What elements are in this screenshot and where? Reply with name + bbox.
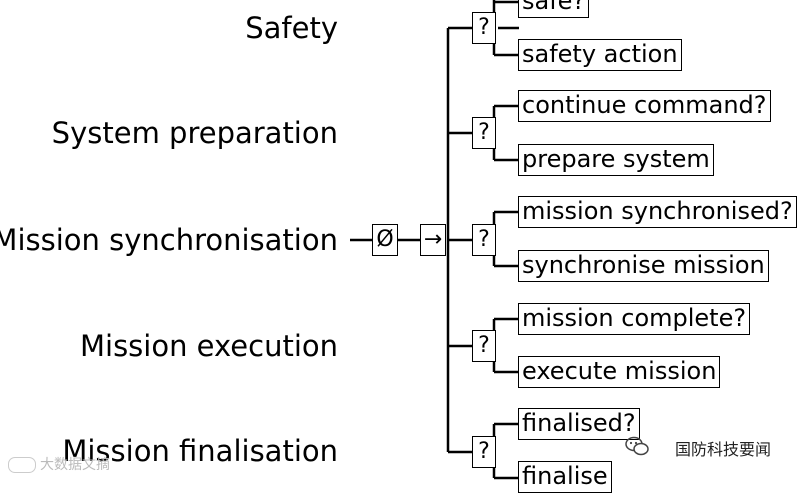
leaf-finalised: finalised? bbox=[518, 408, 640, 440]
fallback-node-system-preparation: ? bbox=[472, 117, 496, 149]
label-mission-execution: Mission execution bbox=[79, 329, 338, 363]
leaf-safety-action: safety action bbox=[518, 39, 682, 71]
label-mission-synchronisation: Mission synchronisation bbox=[0, 223, 338, 257]
sequence-node: → bbox=[420, 224, 446, 256]
fallback-node-safety: ? bbox=[472, 12, 496, 44]
leaf-synchronise-mission: synchronise mission bbox=[518, 250, 769, 282]
wechat-icon bbox=[625, 436, 649, 456]
leaf-prepare-system: prepare system bbox=[518, 144, 714, 176]
parallel-node: Ø bbox=[372, 224, 398, 256]
fallback-node-mission-synchronisation: ? bbox=[472, 224, 496, 256]
leaf-finalise: finalise bbox=[518, 461, 612, 493]
watermark-left: 大数据文摘 bbox=[8, 454, 110, 474]
leaf-safe: safe? bbox=[518, 0, 590, 18]
fallback-node-mission-execution: ? bbox=[472, 330, 496, 362]
label-safety: Safety bbox=[245, 11, 338, 45]
leaf-mission-synchronised: mission synchronised? bbox=[518, 196, 797, 228]
label-system-preparation: System preparation bbox=[51, 116, 338, 150]
label-mission-finalisation: Mission finalisation bbox=[62, 434, 338, 468]
watermark-left-text: 大数据文摘 bbox=[40, 457, 110, 473]
leaf-continue-command: continue command? bbox=[518, 90, 771, 122]
watermark-logo-icon bbox=[8, 457, 36, 473]
leaf-execute-mission: execute mission bbox=[518, 356, 721, 388]
fallback-node-mission-finalisation: ? bbox=[472, 436, 496, 468]
watermark-right: 国防科技要闻 bbox=[674, 440, 771, 459]
leaf-mission-complete: mission complete? bbox=[518, 303, 751, 335]
